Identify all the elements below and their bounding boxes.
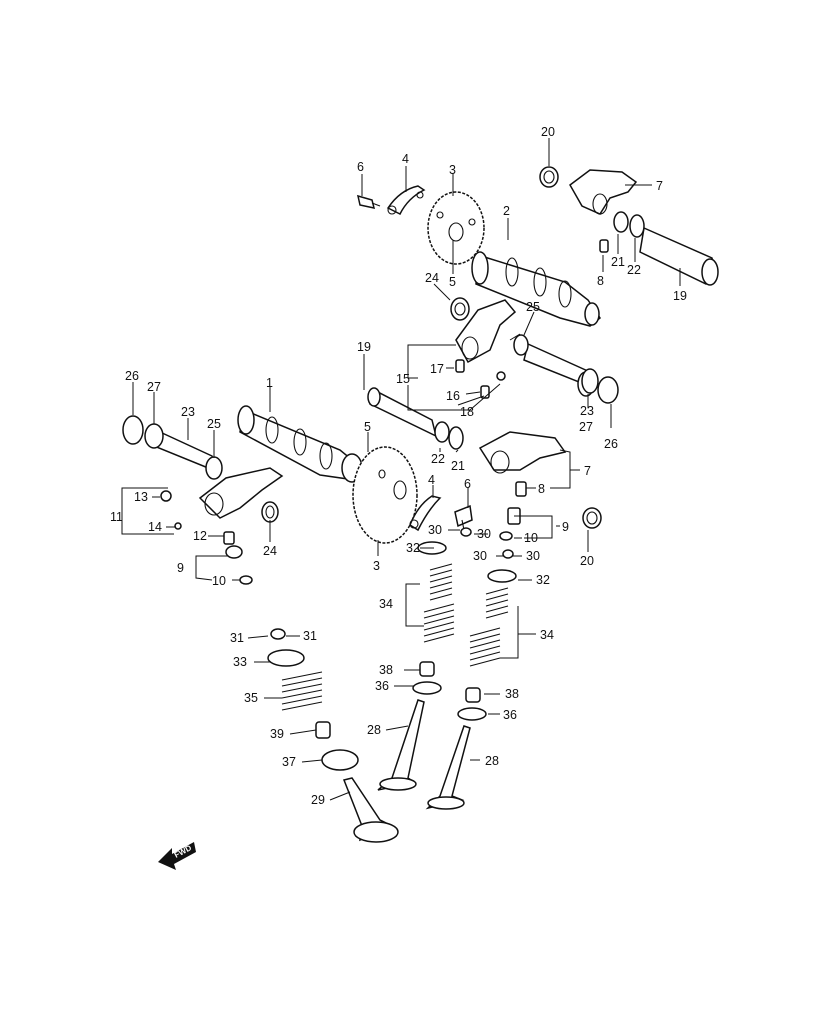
label-10-left: 10	[212, 574, 226, 588]
label-15: 15	[396, 372, 410, 386]
sprocket-bolt-upper	[356, 194, 381, 209]
valve-springs-right	[423, 563, 509, 667]
label-17: 17	[430, 362, 444, 376]
tappet-adjuster-upper	[455, 359, 506, 399]
label-25-left: 25	[207, 417, 221, 431]
label-28-lower: 28	[485, 754, 499, 768]
label-30-c: 30	[473, 549, 487, 563]
label-18: 18	[460, 405, 474, 419]
label-4-upper: 4	[402, 152, 409, 166]
label-9-right: 9	[562, 520, 569, 534]
label-6-lower: 6	[464, 477, 471, 491]
label-36-upper: 36	[375, 679, 389, 693]
label-35: 35	[244, 691, 258, 705]
label-21-middle: 21	[451, 459, 465, 473]
label-20-upper: 20	[541, 125, 555, 139]
label-22-upper: 22	[627, 263, 641, 277]
decompression-plate-upper	[386, 185, 426, 216]
label-19-upper: 19	[673, 289, 687, 303]
rocker-arm-lower	[198, 431, 567, 519]
label-14: 14	[148, 520, 162, 534]
sprocket-bolt-lower	[454, 504, 473, 531]
label-9-left: 9	[177, 561, 184, 575]
label-11: 11	[110, 510, 123, 524]
label-30-b: 30	[477, 527, 491, 541]
label-32-upper: 32	[406, 541, 420, 555]
label-7-upper: 7	[656, 179, 663, 193]
cam-sprocket-upper	[427, 191, 485, 265]
label-36-lower: 36	[503, 708, 517, 722]
label-30-d: 30	[526, 549, 540, 563]
label-27-left: 27	[147, 380, 161, 394]
label-23-left: 23	[181, 405, 195, 419]
label-38-upper: 38	[379, 663, 393, 677]
fwd-arrow-icon: FWD	[158, 842, 196, 870]
label-31-right: 31	[303, 629, 317, 643]
label-8-upper: 8	[597, 274, 604, 288]
label-12: 12	[193, 529, 207, 543]
label-25-upper: 25	[526, 300, 540, 314]
label-8-lower: 8	[538, 482, 545, 496]
label-37: 37	[282, 755, 296, 769]
camshaft-upper	[471, 251, 602, 327]
label-19-middle: 19	[357, 340, 371, 354]
label-16: 16	[446, 389, 460, 403]
label-3-lower: 3	[373, 559, 380, 573]
label-21-upper: 21	[611, 255, 625, 269]
label-24-lower: 24	[263, 544, 277, 558]
leader-lines	[121, 138, 681, 801]
label-26-right: 26	[604, 437, 618, 451]
label-7-lower: 7	[584, 464, 591, 478]
rocker-arm-upper	[455, 169, 638, 364]
label-23-right: 23	[580, 404, 594, 418]
valves	[342, 699, 471, 843]
label-29: 29	[311, 793, 325, 807]
label-39: 39	[270, 727, 284, 741]
label-33: 33	[233, 655, 247, 669]
label-10-right: 10	[524, 531, 538, 545]
cam-sprocket-lower	[352, 446, 418, 544]
part-number-labels: 6 4 3 5 2 20 7 24 25 8 21 22 19 17 15 16…	[110, 125, 687, 807]
label-1: 1	[266, 376, 273, 390]
label-20-lower: 20	[580, 554, 594, 568]
label-4-lower: 4	[428, 473, 435, 487]
label-32-lower: 32	[536, 573, 550, 587]
valve-spring-left	[281, 671, 323, 711]
label-34-right: 34	[540, 628, 554, 642]
label-13: 13	[134, 490, 148, 504]
valve-stem-seals	[315, 661, 487, 771]
label-5-upper: 5	[449, 275, 456, 289]
label-34-left: 34	[379, 597, 393, 611]
label-3-upper: 3	[449, 163, 456, 177]
decompression-plate-lower	[409, 495, 442, 532]
label-2: 2	[503, 204, 510, 218]
label-27-right: 27	[579, 420, 593, 434]
label-28-upper: 28	[367, 723, 381, 737]
label-38-lower: 38	[505, 687, 519, 701]
rocker-shaft-middle	[367, 387, 464, 450]
label-30-a: 30	[428, 523, 442, 537]
label-24-upper: 24	[425, 271, 439, 285]
label-5-lower: 5	[364, 420, 371, 434]
shaft-washers-upper	[450, 166, 645, 404]
spring-retainers	[267, 541, 517, 667]
label-31-left: 31	[230, 631, 244, 645]
label-22-middle: 22	[431, 452, 445, 466]
label-6-upper: 6	[357, 160, 364, 174]
label-26-left: 26	[125, 369, 139, 383]
